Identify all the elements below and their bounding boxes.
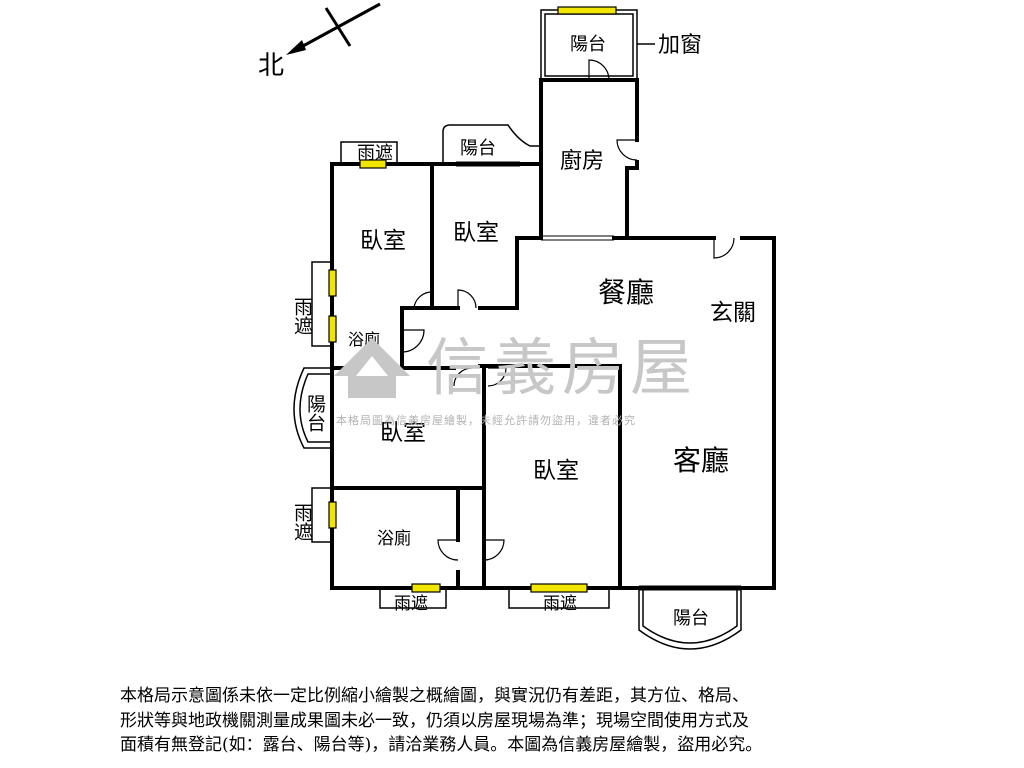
canopy-bottom-left-label: 雨遮 bbox=[394, 594, 428, 614]
north-arrow-icon bbox=[286, 2, 381, 55]
canopy-left-upper-label: 雨遮 bbox=[291, 297, 313, 335]
walls bbox=[330, 78, 776, 590]
balcony-bottom-label: 陽台 bbox=[673, 608, 709, 629]
bedroom-nw-label: 臥室 bbox=[360, 228, 406, 254]
bath-lower-label: 浴廁 bbox=[377, 528, 411, 549]
bath-upper-label: 浴廁 bbox=[348, 330, 380, 349]
canopy-bottom-center-label: 雨遮 bbox=[543, 594, 577, 614]
canopy-left-lower-label: 雨遮 bbox=[291, 503, 313, 541]
dining-label: 餐廳 bbox=[598, 276, 654, 309]
bedroom-center-label: 臥室 bbox=[533, 458, 579, 484]
windows bbox=[328, 6, 617, 593]
disclaimer: 本格局示意圖係未依一定比例縮小繪製之概繪圖，與實況仍有差距，其方位、格局、 形狀… bbox=[120, 684, 910, 758]
balcony-small-label: 陽台 bbox=[460, 138, 496, 159]
sliding-doors bbox=[456, 161, 741, 591]
canopy-top-left-label: 雨遮 bbox=[357, 143, 393, 164]
balcony-top-label: 陽台 bbox=[570, 34, 606, 55]
disclaimer-line-3: 面積有無登記(如：露台、陽台等)，請洽業務人員。本圖為信義房屋繪製，盜用必究。 bbox=[120, 735, 763, 755]
disclaimer-line-2: 形狀等與地政機關測量成果圖未必一致，仍須以房屋現場為準；現場空間使用方式及 bbox=[120, 710, 749, 731]
add-window-label: 加窗 bbox=[658, 33, 702, 58]
watermark-notice: 本格局圖為信義房屋繪製，未經允許請勿盜用，違者必究 bbox=[336, 414, 636, 427]
living-label: 客廳 bbox=[673, 444, 729, 477]
bedroom-n-label: 臥室 bbox=[453, 220, 499, 246]
kitchen-label: 廚房 bbox=[560, 149, 604, 174]
entrance-label: 玄關 bbox=[710, 300, 756, 326]
balcony-left-label: 陽台 bbox=[304, 394, 326, 432]
bedroom-w-label: 臥室 bbox=[380, 420, 426, 446]
disclaimer-line-1: 本格局示意圖係未依一定比例縮小繪製之概繪圖，與實況仍有差距，其方位、格局、 bbox=[120, 686, 749, 706]
north-label: 北 bbox=[258, 51, 284, 81]
